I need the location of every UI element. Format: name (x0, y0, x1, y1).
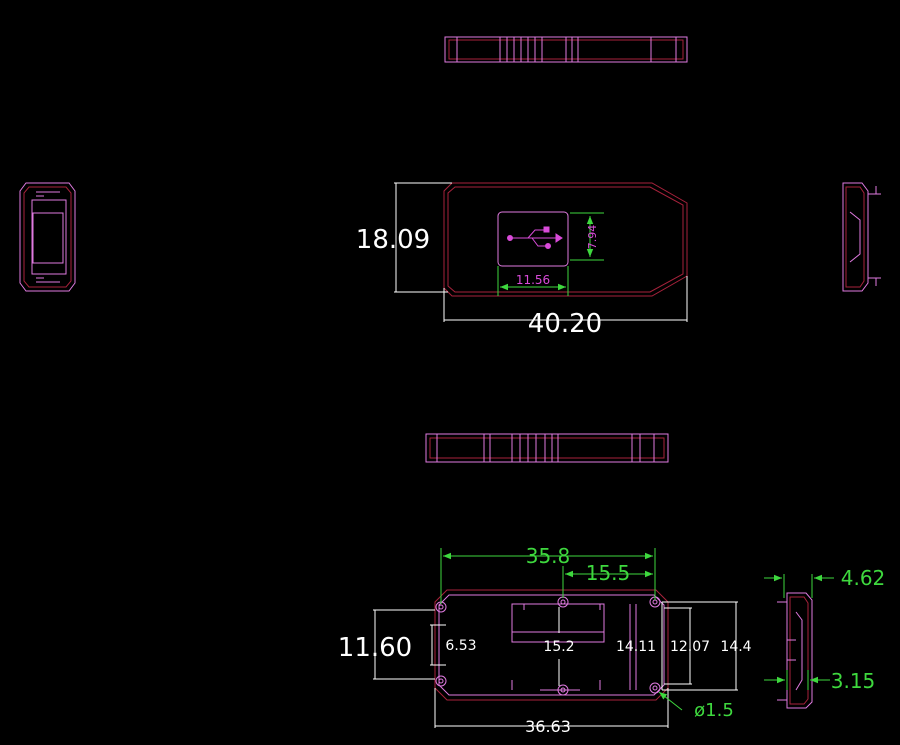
dim-left-heights: 11.60 6.53 (338, 609, 477, 680)
dim-usb-width: 11.56 (516, 273, 550, 287)
usb-icon (507, 226, 563, 249)
front-view-main: 7.94 11.56 (443, 182, 688, 297)
dim-14-11: 14.11 (616, 639, 656, 655)
dim-40-20: 40.20 (528, 309, 602, 339)
right-end-view (842, 182, 881, 292)
dim-side-bottom: 3.15 (764, 669, 875, 693)
side-view-middle (425, 433, 669, 463)
dim-35-8: 35.8 (526, 544, 571, 568)
dim-hole-span-top: 35.8 (440, 544, 656, 604)
dim-11-60: 11.60 (338, 633, 412, 663)
dim-overall-height-upper: 18.09 (356, 182, 452, 293)
dim-usb-height: 7.94 (586, 225, 599, 250)
bottom-view-lower (434, 589, 669, 701)
dim-hole-offset-top: 15.5 (562, 561, 653, 598)
dim-14-4: 14.4 (720, 639, 751, 655)
dim-3-15: 3.15 (831, 669, 876, 693)
dim-36-63: 36.63 (525, 717, 571, 736)
top-view-upper (444, 36, 688, 63)
dim-right-heights: 14.11 12.07 14.4 (616, 601, 752, 691)
dim-15-5: 15.5 (586, 561, 631, 585)
dim-15-2: 15.2 (543, 639, 574, 655)
left-end-view (19, 182, 76, 292)
dim-center-height: 15.2 (543, 607, 575, 686)
dim-overall-length-lower: 36.63 (434, 688, 669, 736)
usb-port-outline (497, 211, 569, 267)
dim-6-53: 6.53 (445, 638, 476, 654)
dim-18-09: 18.09 (356, 225, 430, 255)
dim-overall-length-upper: 40.20 (443, 276, 688, 339)
dim-side-top: 4.62 (764, 566, 885, 598)
dim-phi-1-5: ø1.5 (694, 700, 734, 721)
side-section-lower (777, 592, 813, 709)
dim-4-62: 4.62 (841, 566, 886, 590)
dim-12-07: 12.07 (670, 639, 710, 655)
dim-hole-diameter: ø1.5 (658, 691, 734, 721)
